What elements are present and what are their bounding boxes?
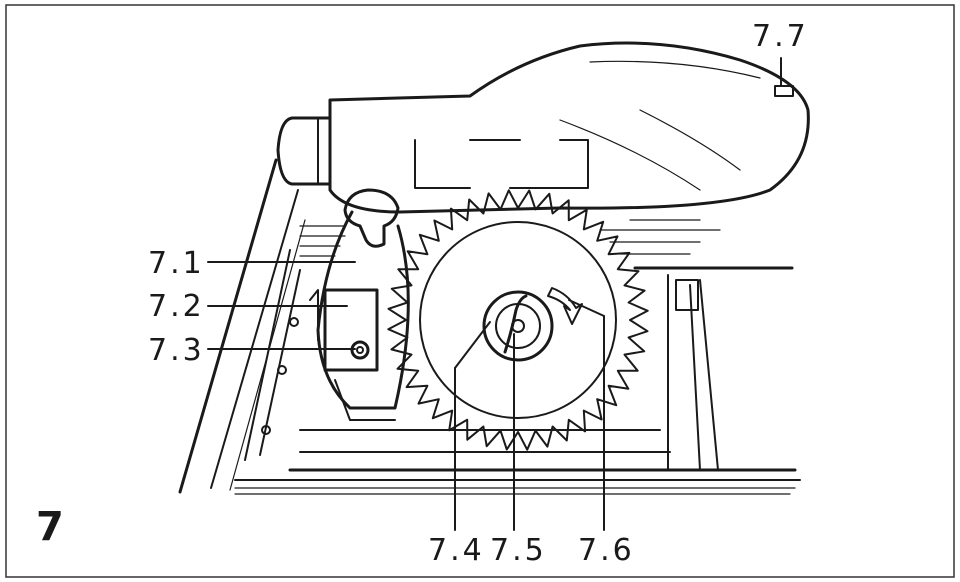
callout-7-1: 7.1 [148,246,205,281]
figure-number: 7 [36,504,64,550]
callout-7-2: 7.2 [148,289,205,324]
callout-7-3: 7.3 [148,333,205,368]
leader-lines [207,57,782,531]
saw-blade [387,189,649,451]
riving-knife [309,210,410,421]
figure-border [5,4,955,578]
callout-7-7: 7.7 [752,19,809,54]
blade-guard [276,41,810,248]
callout-7-4: 7.4 [428,533,485,568]
callout-7-5: 7.5 [490,533,547,568]
saw-table [178,158,801,495]
callout-7-6: 7.6 [578,533,635,568]
